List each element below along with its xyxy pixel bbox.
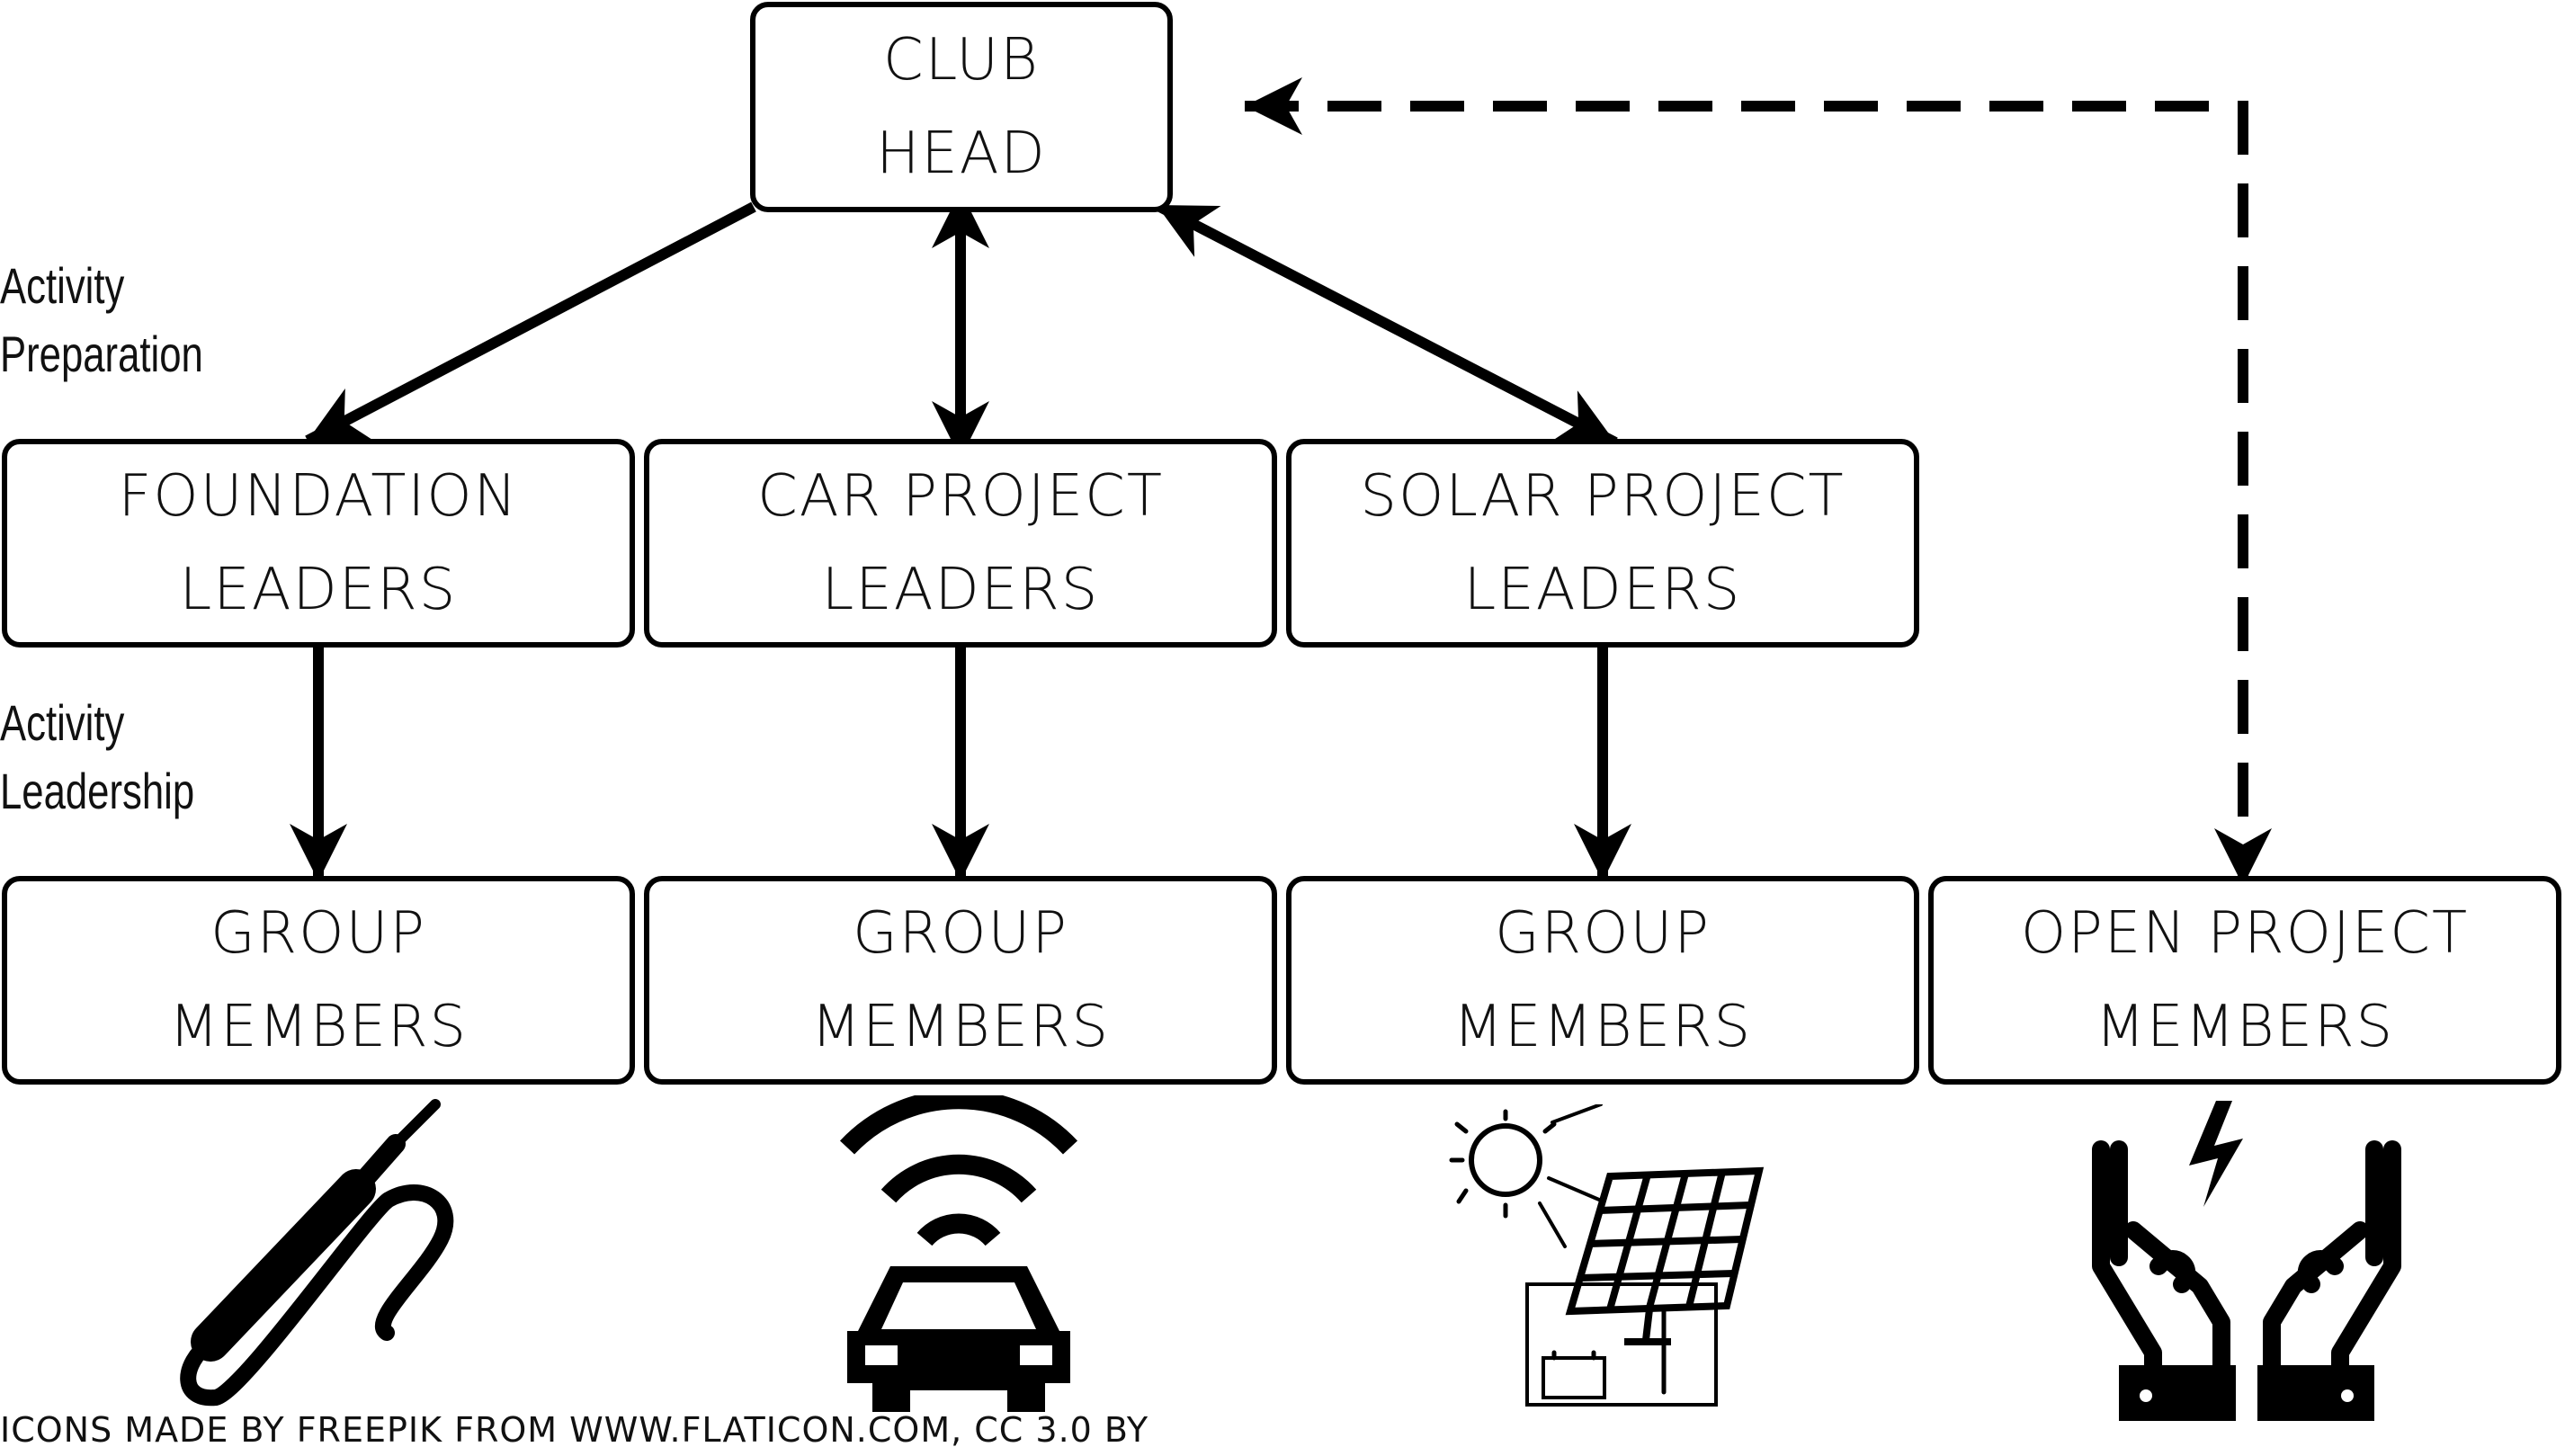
node-open-project-members: OPEN PROJECT MEMBERS	[1928, 876, 2561, 1085]
node-foundation-members-line2: MEMBERS	[168, 994, 469, 1060]
node-club-head-line1: CLUB	[883, 27, 1040, 94]
label-preparation-line1: Activity	[0, 257, 125, 314]
label-activity-leadership: Activity Leadership	[0, 689, 194, 826]
connected-car-icon	[839, 1095, 1078, 1412]
label-preparation-line2: Preparation	[0, 326, 203, 382]
hands-energy-icon	[2092, 1101, 2401, 1421]
node-open-members-line2: MEMBERS	[2095, 994, 2395, 1060]
soldering-iron-icon	[180, 1099, 454, 1407]
arrow-head-solar-bidirectional	[1154, 200, 1618, 448]
node-car-members: GROUP MEMBERS	[644, 876, 1277, 1085]
node-car-members-line2: MEMBERS	[810, 994, 1111, 1060]
solar-panel-battery-icon	[1449, 1104, 1765, 1407]
label-activity-preparation: Activity Preparation	[0, 252, 203, 389]
node-car-leaders: CAR PROJECT LEADERS	[644, 439, 1277, 648]
node-foundation-leaders-line1: FOUNDATION	[118, 463, 519, 530]
icon-credit-text: ICONS MADE BY FREEPIK FROM WWW.FLATICON.…	[0, 1410, 1149, 1450]
node-solar-members-line2: MEMBERS	[1452, 994, 1753, 1060]
node-solar-members-line1: GROUP	[1495, 900, 1711, 967]
node-foundation-leaders: FOUNDATION LEADERS	[2, 439, 635, 648]
node-club-head: CLUB HEAD	[750, 2, 1173, 212]
node-car-leaders-line1: CAR PROJECT	[757, 463, 1164, 530]
node-car-leaders-line2: LEADERS	[821, 557, 1100, 623]
node-club-head-line2: HEAD	[876, 121, 1047, 187]
node-solar-leaders: SOLAR PROJECT LEADERS	[1286, 439, 1919, 648]
node-foundation-members: GROUP MEMBERS	[2, 876, 635, 1085]
node-open-members-line1: OPEN PROJECT	[2020, 900, 2470, 967]
label-leadership-line2: Leadership	[0, 763, 195, 819]
node-solar-members: GROUP MEMBERS	[1286, 876, 1919, 1085]
node-car-members-line1: GROUP	[853, 900, 1068, 967]
node-foundation-members-line1: GROUP	[210, 900, 426, 967]
node-foundation-leaders-line2: LEADERS	[179, 557, 458, 623]
label-leadership-line1: Activity	[0, 694, 125, 751]
node-solar-leaders-line2: LEADERS	[1463, 557, 1742, 623]
arrow-head-to-foundation	[305, 201, 756, 446]
dashed-arrow-open-project	[1245, 77, 2272, 886]
node-solar-leaders-line1: SOLAR PROJECT	[1360, 463, 1846, 530]
